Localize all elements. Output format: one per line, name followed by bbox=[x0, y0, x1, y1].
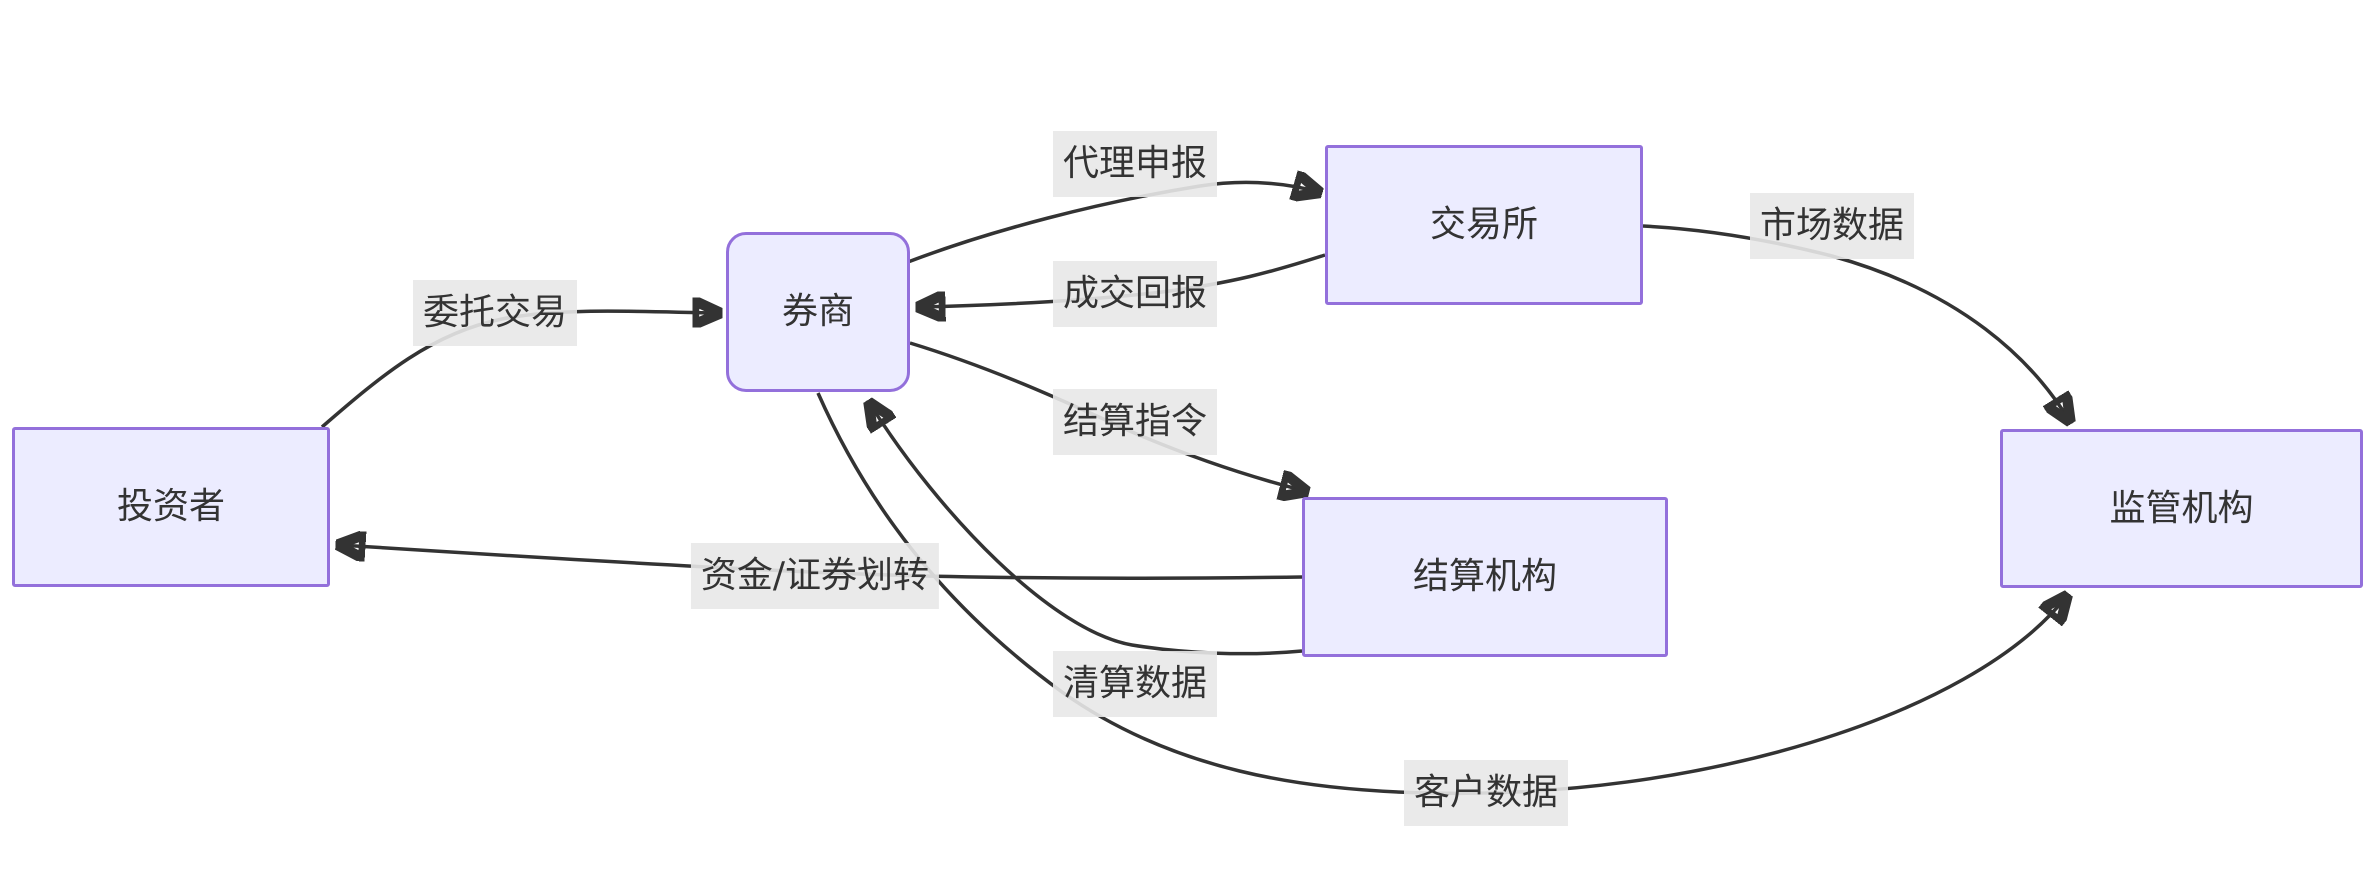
node-exchange: 交易所 bbox=[1325, 145, 1643, 305]
edge-label-transfer: 资金/证券划转 bbox=[690, 543, 940, 609]
edge-label-client-data: 客户数据 bbox=[1403, 760, 1569, 826]
edge-market-data-line bbox=[1642, 224, 2069, 420]
node-regulator-label: 监管机构 bbox=[2109, 487, 2254, 529]
node-broker: 券商 bbox=[726, 232, 910, 392]
edge-label-report: 成交回报 bbox=[1052, 261, 1218, 327]
node-settlement: 结算机构 bbox=[1302, 497, 1668, 657]
edge-label-declare: 代理申报 bbox=[1052, 131, 1218, 197]
edge-clearing-data-line bbox=[870, 404, 1303, 656]
edge-label-clearing-data: 清算数据 bbox=[1052, 651, 1218, 717]
node-settlement-label: 结算机构 bbox=[1412, 556, 1557, 597]
edge-label-settle-instruction: 结算指令 bbox=[1052, 389, 1218, 455]
node-investor-label: 投资者 bbox=[116, 486, 225, 527]
edge-label-order: 委托交易 bbox=[412, 280, 578, 346]
node-regulator: 监管机构 bbox=[2000, 429, 2363, 588]
edge-label-market-data: 市场数据 bbox=[1749, 193, 1915, 259]
node-broker-label: 券商 bbox=[781, 291, 854, 332]
node-investor: 投资者 bbox=[12, 427, 330, 587]
node-exchange-label: 交易所 bbox=[1429, 204, 1538, 245]
